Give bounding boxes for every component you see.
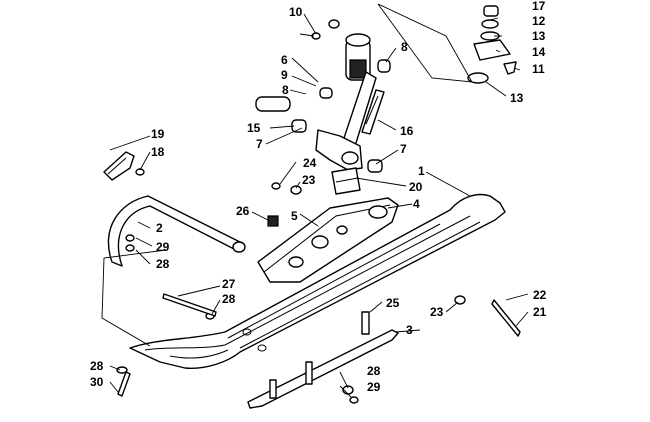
callout-15: 15 [247,121,261,135]
ski [129,193,506,369]
callout-26: 26 [236,204,250,218]
callout-8b: 8 [282,83,289,97]
callout-20: 20 [409,180,423,194]
callout-28c: 28 [90,359,104,373]
callout-7b: 7 [400,142,407,156]
callout-14: 14 [532,45,546,59]
callout-22: 22 [533,288,547,302]
callout-25: 25 [386,296,400,310]
callout-23a: 23 [302,173,316,187]
callout-28d: 28 [367,364,381,378]
callout-24: 24 [303,156,317,170]
rubber-damper [331,167,361,195]
callout-6: 6 [281,53,288,67]
callout-12: 12 [532,14,546,28]
callout-19: 19 [151,127,165,141]
callout-7a: 7 [256,137,263,151]
wear-plate [361,89,385,135]
callout-2: 2 [156,221,163,235]
callout-18: 18 [151,145,165,159]
callout-3: 3 [406,323,413,337]
callout-4: 4 [413,197,420,211]
bushings [255,59,391,173]
bumper-clip [103,151,135,181]
callout-23b: 23 [430,305,444,319]
callout-17: 17 [532,0,546,13]
callout-11: 11 [532,62,545,76]
callout-13b: 13 [510,91,524,105]
callout-9: 9 [281,68,288,82]
callout-29a: 29 [156,240,170,254]
callout-29b: 29 [367,380,381,394]
callout-10: 10 [289,5,303,19]
spindle [339,33,377,157]
callout-13a: 13 [532,29,546,43]
spindle-mount [257,197,399,283]
callout-16: 16 [400,124,414,138]
runner-bar [247,311,399,409]
callout-30: 30 [90,375,104,389]
top-hardware [467,5,517,84]
callout-8a: 8 [401,40,408,54]
callout-21: 21 [533,305,547,319]
callout-27: 27 [222,277,236,291]
hardware-small [116,19,521,404]
callout-1: 1 [418,164,425,178]
callout-5: 5 [291,209,298,223]
callout-28b: 28 [156,257,170,271]
leader-lines [101,3,529,399]
callout-28a: 28 [222,292,236,306]
ski-loop [107,195,246,267]
